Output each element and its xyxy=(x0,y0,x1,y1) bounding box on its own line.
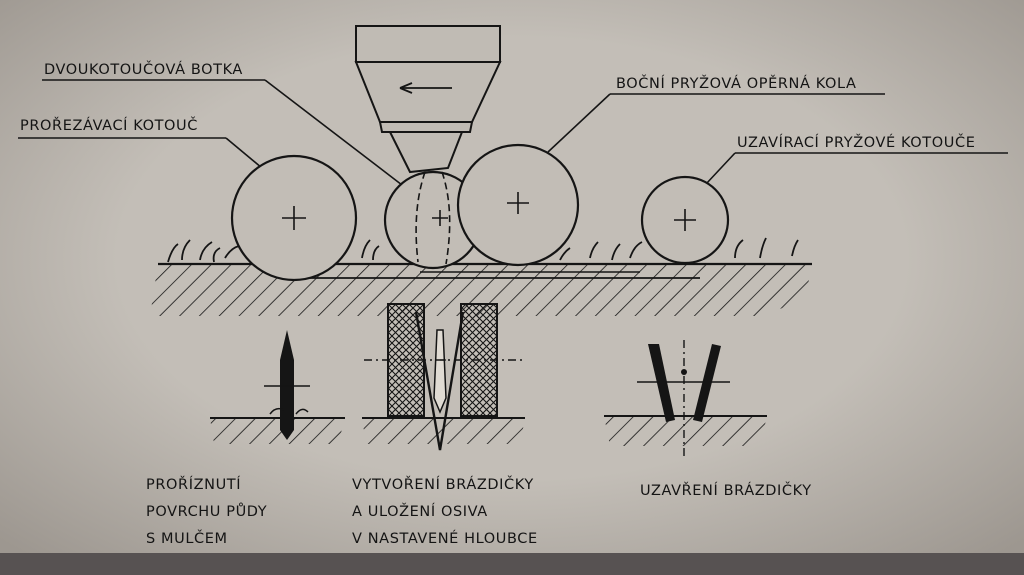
step3-closing-detail xyxy=(604,340,767,460)
caption-step2-line1: VYTVOŘENÍ BRÁZDIČKY xyxy=(352,475,534,493)
label-cutting-disc: PROŘEZÁVACÍ KOTOUČ xyxy=(20,116,198,134)
caption-step2-line2: A ULOŽENÍ OSIVA xyxy=(352,502,488,520)
label-side-gauge-wheels: BOČNÍ PRYŽOVÁ OPĚRNÁ KOLA xyxy=(616,74,857,92)
label-double-disc-shoe: DVOUKOTOUČOVÁ BOTKA xyxy=(44,60,243,78)
seed-hopper xyxy=(354,25,502,174)
step2-furrow-detail xyxy=(362,303,525,451)
component-labels: DVOUKOTOUČOVÁ BOTKA PROŘEZÁVACÍ KOTOUČ B… xyxy=(20,60,975,151)
caption-step3-line1: UZAVŘENÍ BRÁZDIČKY xyxy=(640,481,812,499)
step-captions: PROŘÍZNUTÍ POVRCHU PŮDY S MULČEM VYTVOŘE… xyxy=(146,475,812,547)
side-gauge-wheel xyxy=(456,143,580,267)
double-disc-shoe xyxy=(383,170,483,270)
closing-disc xyxy=(640,175,730,265)
caption-step1-line2: POVRCHU PŮDY xyxy=(146,502,267,520)
label-closing-discs: UZAVÍRACÍ PRYŽOVÉ KOTOUČE xyxy=(737,133,975,151)
cutting-disc xyxy=(230,154,358,282)
step1-cutting-detail xyxy=(210,330,345,444)
flow-arrow-icon xyxy=(399,82,452,94)
caption-step1-line3: S MULČEM xyxy=(146,529,228,547)
mulch-residue xyxy=(167,237,799,263)
page-bottom-edge xyxy=(0,553,1024,575)
caption-step2-line3: V NASTAVENÉ HLOUBCE xyxy=(352,530,538,547)
leader-lines xyxy=(18,79,1008,186)
caption-step1-line1: PROŘÍZNUTÍ xyxy=(146,476,241,493)
